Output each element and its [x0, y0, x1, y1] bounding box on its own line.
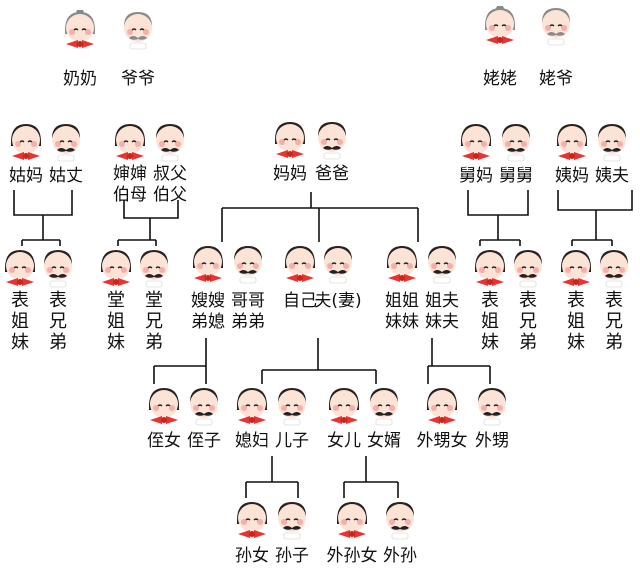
girl-avatar-icon — [557, 124, 587, 160]
girl-avatar-icon — [193, 246, 223, 282]
avatars-layer — [5, 5, 628, 539]
person-label-biao-xiongdi-3: 表兄弟 — [605, 290, 623, 353]
connector-line — [557, 190, 633, 211]
person-label-shufu-bofu: 叔父伯父 — [153, 164, 187, 205]
boy-avatar-icon — [386, 502, 414, 539]
person-label-waishengnv: 外甥女 — [417, 431, 468, 451]
boy-avatar-icon — [44, 250, 72, 287]
girl-avatar-icon — [329, 388, 359, 424]
connector-line — [467, 190, 529, 216]
girl-avatar-icon — [561, 250, 591, 286]
grandma-avatar-icon — [485, 5, 515, 44]
person-label-erzi: 儿子 — [275, 431, 309, 451]
person-label-zhizi: 侄子 — [187, 431, 221, 451]
girl-avatar-icon — [11, 124, 41, 160]
person-label-yifu: 姨夫 — [595, 166, 629, 186]
girl-avatar-icon — [275, 122, 305, 158]
person-label-fu-qi: 夫(妻) — [314, 291, 361, 311]
boy-avatar-icon — [278, 502, 306, 539]
person-label-waisun: 外孙 — [383, 546, 417, 566]
boy-avatar-icon — [318, 122, 346, 159]
girl-avatar-icon — [101, 250, 131, 286]
girl-avatar-icon — [475, 250, 505, 286]
person-label-tang-xiongdi: 堂兄弟 — [145, 290, 163, 353]
boy-avatar-icon — [428, 246, 456, 283]
boy-avatar-icon — [598, 124, 626, 161]
boy-avatar-icon — [140, 250, 168, 287]
boy-avatar-icon — [600, 250, 628, 287]
person-label-waisheng: 外甥 — [475, 431, 509, 451]
person-label-biao-jiemei-2: 表姐妹 — [481, 290, 499, 353]
grandpa-avatar-icon — [124, 12, 152, 49]
girl-avatar-icon — [5, 250, 35, 286]
person-label-biao-xiongdi-2: 表兄弟 — [519, 290, 537, 353]
girl-avatar-icon — [237, 388, 267, 424]
connector-line — [13, 190, 73, 216]
person-label-zhinv: 侄女 — [147, 431, 181, 451]
boy-avatar-icon — [156, 124, 184, 161]
connector-lines — [13, 190, 633, 498]
person-label-sunnv: 孙女 — [235, 546, 269, 566]
grandma-avatar-icon — [65, 9, 95, 48]
girl-avatar-icon — [149, 388, 179, 424]
boy-avatar-icon — [52, 124, 80, 161]
person-label-mama: 妈妈 — [273, 164, 307, 184]
boy-avatar-icon — [190, 388, 218, 425]
person-label-jiuma: 舅妈 — [459, 166, 493, 186]
person-label-nver: 女儿 — [327, 431, 361, 451]
boy-avatar-icon — [324, 246, 352, 283]
person-label-laolao: 姥姥 — [483, 69, 517, 89]
person-label-shenshen-bomu: 婶婶伯母 — [113, 164, 147, 205]
person-label-yima: 姨妈 — [555, 166, 589, 186]
person-label-nainai: 奶奶 — [63, 69, 97, 89]
person-label-sunzi: 孙子 — [275, 546, 309, 566]
person-label-yeye: 爷爷 — [121, 69, 155, 89]
girl-avatar-icon — [387, 246, 417, 282]
person-label-ziji: 自己 — [283, 291, 317, 311]
girl-avatar-icon — [115, 124, 145, 160]
grandpa-avatar-icon — [542, 8, 570, 45]
girl-avatar-icon — [337, 502, 367, 538]
person-label-jiujiu: 舅舅 — [499, 166, 533, 186]
person-label-gumama: 姑妈 — [9, 166, 43, 186]
person-label-laoye: 姥爷 — [539, 69, 573, 89]
person-label-jiefu-meifu: 姐夫妹夫 — [425, 291, 459, 332]
connector-line — [123, 200, 179, 219]
person-label-biao-xiongdi-1: 表兄弟 — [49, 290, 67, 353]
person-label-guzhang: 姑丈 — [49, 166, 83, 186]
person-label-baba: 爸爸 — [315, 164, 349, 184]
girl-avatar-icon — [237, 502, 267, 538]
boy-avatar-icon — [370, 388, 398, 425]
boy-avatar-icon — [502, 124, 530, 161]
girl-avatar-icon — [461, 124, 491, 160]
girl-avatar-icon — [285, 246, 315, 282]
person-label-biao-jiemei-3: 表姐妹 — [567, 290, 585, 353]
person-label-nvxu: 女婿 — [367, 431, 401, 451]
person-label-tang-jiemei: 堂姐妹 — [107, 290, 125, 353]
boy-avatar-icon — [278, 388, 306, 425]
person-label-xifu: 媳妇 — [235, 431, 269, 451]
person-label-gege-didi: 哥哥弟弟 — [231, 291, 265, 332]
person-label-saosao-dixi: 嫂嫂弟媳 — [191, 291, 225, 332]
boy-avatar-icon — [478, 388, 506, 425]
girl-avatar-icon — [427, 388, 457, 424]
boy-avatar-icon — [514, 250, 542, 287]
person-label-waisunnv: 外孙女 — [327, 546, 378, 566]
person-label-jiejie-meimei: 姐姐妹妹 — [385, 291, 419, 332]
labels-layer: 奶奶 爷爷 姥姥 姥爷姑妈姑丈 婶婶伯母叔父伯父 妈妈爸爸 舅妈舅舅 姨妈姨夫表姐妹 表兄弟 堂姐… — [9, 69, 629, 566]
boy-avatar-icon — [234, 246, 262, 283]
person-label-biao-jiemei-1: 表姐妹 — [11, 290, 29, 353]
